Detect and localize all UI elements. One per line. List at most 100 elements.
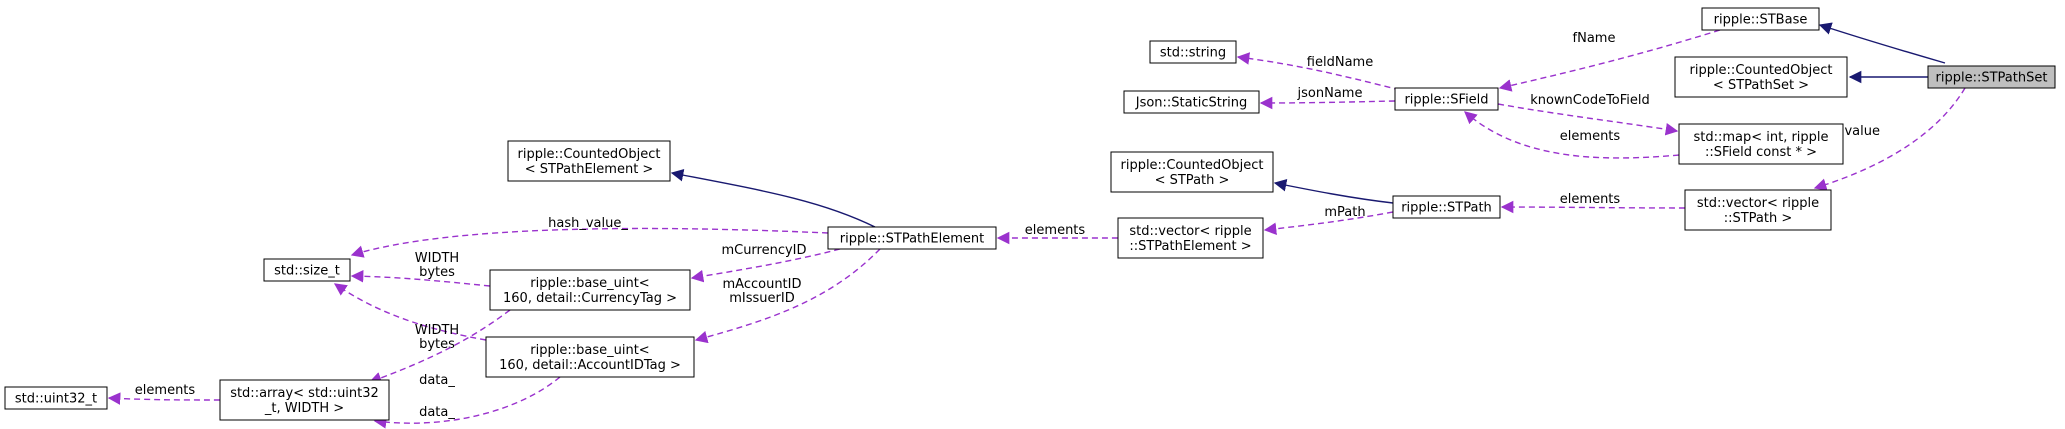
node-CountedSTPathElement[interactable]: ripple::CountedObject< STPathElement > — [507, 140, 671, 182]
node-STBase[interactable]: ripple::STBase — [1701, 7, 1820, 31]
node-vectorSTPathElement[interactable]: std::vector< ripple::STPathElement > — [1117, 217, 1264, 259]
node-uint32[interactable]: std::uint32_t — [4, 386, 108, 410]
edge-label: WIDTH — [415, 251, 459, 266]
nodes-layer: ripple::STPathSet ripple::STBaseripple::C… — [4, 7, 2056, 421]
node-box[interactable] — [485, 336, 695, 378]
node-box[interactable] — [263, 258, 351, 282]
edge-line — [350, 269, 491, 287]
edge-label: hash_value_ — [548, 216, 628, 231]
edge-line — [690, 248, 841, 283]
node-label: ::SField const * > — [1705, 145, 1817, 160]
node-sizet[interactable]: std::size_t — [263, 258, 351, 282]
node-CountedSTPath[interactable]: ripple::CountedObject< STPath > — [1110, 151, 1274, 193]
node-box[interactable] — [827, 226, 997, 250]
node-vectorSTPath[interactable]: std::vector< ripple::STPath > — [1684, 189, 1832, 231]
node-label: ripple::STPathSet — [1936, 71, 2048, 86]
edge-label: mCurrencyID — [721, 243, 806, 258]
edge-label: mPath — [1324, 205, 1365, 220]
edge-arrayuint32-to-uint32: elements — [107, 383, 221, 405]
edge-line — [1500, 200, 1686, 214]
node-box[interactable] — [4, 386, 108, 410]
node-label: ripple::CountedObject — [517, 147, 660, 162]
edge-label: data_ — [419, 373, 455, 388]
node-label: < STPathSet > — [1713, 78, 1809, 93]
node-box[interactable] — [1674, 56, 1848, 98]
node-label: ::STPathElement > — [1129, 239, 1251, 254]
node-box[interactable] — [1123, 90, 1260, 114]
edge-baseuintCurrency-to-arrayuint32: data_ — [368, 309, 511, 388]
edge-label: knownCodeToField — [1530, 93, 1650, 108]
node-box[interactable] — [1678, 123, 1844, 165]
node-label: < STPath > — [1155, 173, 1230, 188]
node-label: ::STPath > — [1724, 211, 1793, 226]
edge-line — [350, 227, 829, 258]
node-baseuintAccount[interactable]: ripple::base_uint<160, detail::AccountID… — [485, 336, 695, 378]
edge-label: elements — [1025, 223, 1086, 238]
node-label: ripple::base_uint< — [530, 343, 649, 358]
node-box[interactable] — [1394, 87, 1499, 111]
node-box[interactable] — [1110, 151, 1274, 193]
node-label: < STPathElement > — [525, 162, 654, 177]
edge-line — [1813, 87, 1966, 191]
node-stdstring[interactable]: std::string — [1149, 40, 1237, 64]
node-label: ripple::STPath — [1401, 201, 1492, 216]
edge-line — [1498, 29, 1721, 92]
node-CountedSTPathSet[interactable]: ripple::CountedObject< STPathSet > — [1674, 56, 1848, 98]
node-STPathElement[interactable]: ripple::STPathElement — [827, 226, 997, 250]
edge-STPathSet-to-STBase — [1818, 22, 1946, 64]
edge-label: mIssuerID — [729, 291, 794, 306]
node-label: std::size_t — [274, 264, 340, 279]
node-box[interactable] — [489, 269, 691, 311]
node-STPath[interactable]: ripple::STPath — [1392, 195, 1501, 219]
node-box[interactable] — [1149, 40, 1237, 64]
node-JsonStaticString[interactable]: Json::StaticString — [1123, 90, 1260, 114]
edge-line — [1236, 52, 1401, 91]
node-label: Json::StaticString — [1135, 96, 1248, 111]
node-arrayuint32[interactable]: std::array< std::uint32_t, WIDTH > — [219, 379, 390, 421]
node-label: 160, detail::CurrencyTag > — [503, 291, 677, 306]
node-box[interactable] — [1927, 65, 2056, 89]
node-label: std::uint32_t — [15, 392, 97, 407]
edge-line — [373, 376, 561, 429]
node-box[interactable] — [1701, 7, 1820, 31]
edge-STPath-to-CountedSTPath — [1273, 179, 1394, 204]
edge-label: elements — [135, 383, 196, 398]
edge-label: fName — [1573, 31, 1616, 46]
edge-line — [1273, 179, 1394, 204]
node-label: ripple::CountedObject — [1120, 158, 1263, 173]
edge-line — [368, 309, 511, 385]
node-label: ripple::STBase — [1714, 13, 1808, 28]
node-label: std::array< std::uint32 — [230, 386, 379, 401]
edge-vectorSTPath-to-STPath: elements — [1500, 192, 1686, 214]
edge-line — [694, 248, 881, 344]
edge-line — [1497, 103, 1679, 136]
node-box[interactable] — [1117, 217, 1264, 259]
node-mapSField[interactable]: std::map< int, ripple::SField const * > — [1678, 123, 1844, 165]
node-box[interactable] — [219, 379, 390, 421]
edge-label: elements — [1560, 129, 1621, 144]
node-baseuintCurrency[interactable]: ripple::base_uint<160, detail::CurrencyT… — [489, 269, 691, 311]
edge-STPathElement-to-sizet: hash_value_ — [350, 216, 829, 258]
edge-label: mAccountID — [723, 277, 802, 292]
edge-STPathElement-to-CountedSTPathElement — [670, 168, 876, 228]
edge-SField-to-JsonStaticString: jsonName — [1259, 86, 1396, 110]
node-STPathSet[interactable]: ripple::STPathSet — [1927, 65, 2056, 89]
node-label: std::vector< ripple — [1129, 224, 1251, 239]
node-box[interactable] — [1392, 195, 1501, 219]
edge-label: value — [1844, 124, 1880, 139]
edge-STPathSet-to-vectorSTPath: value — [1813, 87, 1966, 191]
node-box[interactable] — [1684, 189, 1832, 231]
node-label: _t, WIDTH > — [264, 401, 344, 416]
node-label: std::vector< ripple — [1697, 196, 1819, 211]
edge-label: jsonName — [1297, 86, 1363, 101]
node-SField[interactable]: ripple::SField — [1394, 87, 1499, 111]
edge-line — [107, 392, 221, 405]
edge-baseuintAccount-to-arrayuint32: data_ — [373, 376, 561, 429]
edge-SField-to-stdstring: fieldName — [1236, 52, 1401, 91]
edge-label: WIDTH — [415, 323, 459, 338]
node-box[interactable] — [507, 140, 671, 182]
